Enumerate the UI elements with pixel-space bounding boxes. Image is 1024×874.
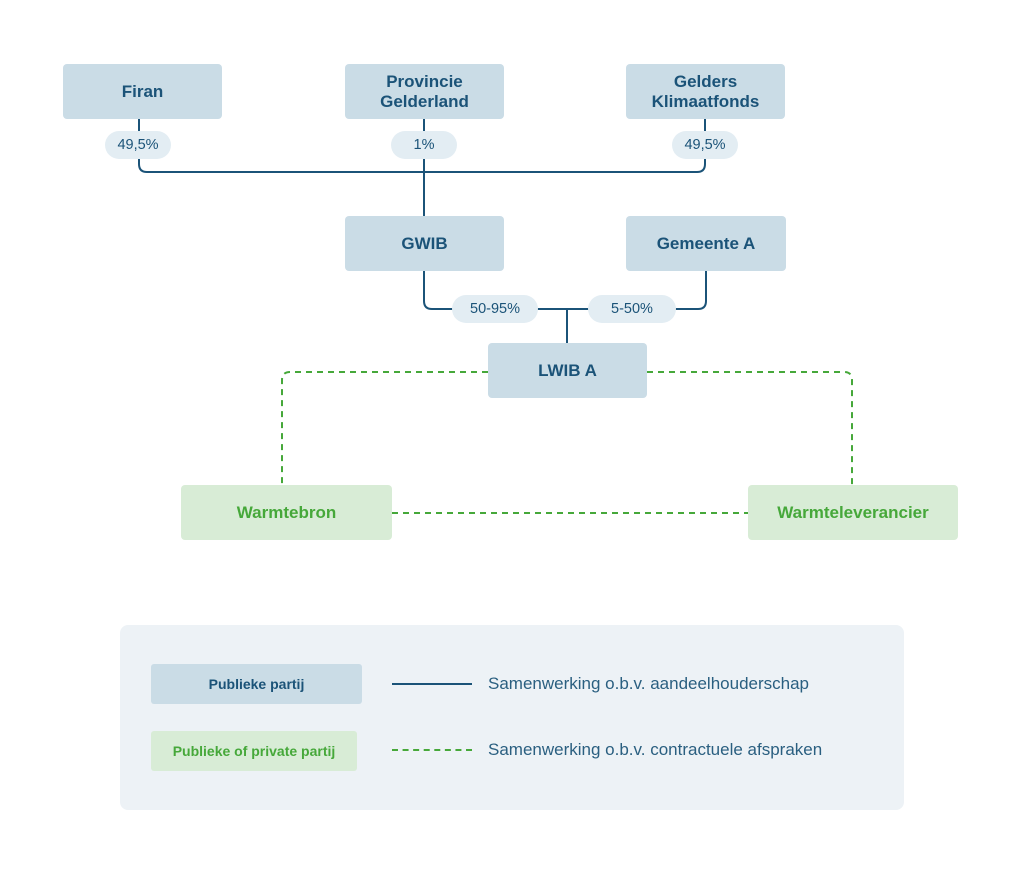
node-warmteleverancier: Warmteleverancier <box>748 485 958 540</box>
dashed-connector-right <box>647 371 853 485</box>
node-gemeente-a-label: Gemeente A <box>656 233 756 253</box>
solid-connector-gwib-gemeente <box>423 271 707 310</box>
legend-panel: Publieke partij Samenwerking o.b.v. aand… <box>120 625 904 810</box>
node-firan-label: Firan <box>121 81 164 101</box>
node-warmtebron-label: Warmtebron <box>236 502 337 522</box>
node-lwib-a-label: LWIB A <box>538 360 597 380</box>
share-badge-gwib: 50-95% <box>452 295 538 323</box>
node-gelders-klimaatfonds: Gelders Klimaatfonds <box>626 64 785 119</box>
node-provincie-label-line2: Gelderland <box>380 91 469 111</box>
share-badge-gemeente-a: 5-50% <box>588 295 676 323</box>
legend-swatch-private: Publieke of private partij <box>151 731 357 771</box>
legend-dashed-line <box>392 749 472 751</box>
share-badge-gelders: 49,5% <box>672 131 738 159</box>
node-warmteleverancier-label: Warmteleverancier <box>777 502 929 522</box>
legend-dashed-text: Samenwerking o.b.v. contractuele afsprak… <box>488 740 823 759</box>
node-provincie-gelderland: Provincie Gelderland <box>345 64 504 119</box>
dashed-connector-left <box>281 371 488 485</box>
legend-solid-line <box>392 683 472 685</box>
node-provincie-label-line1: Provincie <box>386 71 463 91</box>
legend-solid-text: Samenwerking o.b.v. aandeelhouderschap <box>488 674 810 693</box>
share-badge-provincie: 1% <box>391 131 457 159</box>
node-gwib-label: GWIB <box>401 233 448 253</box>
node-lwib-a: LWIB A <box>488 343 647 398</box>
node-gwib: GWIB <box>345 216 504 271</box>
node-gemeente-a: Gemeente A <box>626 216 786 271</box>
legend-swatch-public: Publieke partij <box>151 664 362 704</box>
legend-public-label: Publieke partij <box>208 676 305 692</box>
solid-connector-top <box>138 155 706 173</box>
node-gelders-label-line1: Gelders <box>673 71 738 91</box>
node-gelders-label-line2: Klimaatfonds <box>651 91 760 111</box>
node-warmtebron: Warmtebron <box>181 485 392 540</box>
share-badge-firan: 49,5% <box>105 131 171 159</box>
legend-private-label: Publieke of private partij <box>172 743 336 759</box>
node-firan: Firan <box>63 64 222 119</box>
